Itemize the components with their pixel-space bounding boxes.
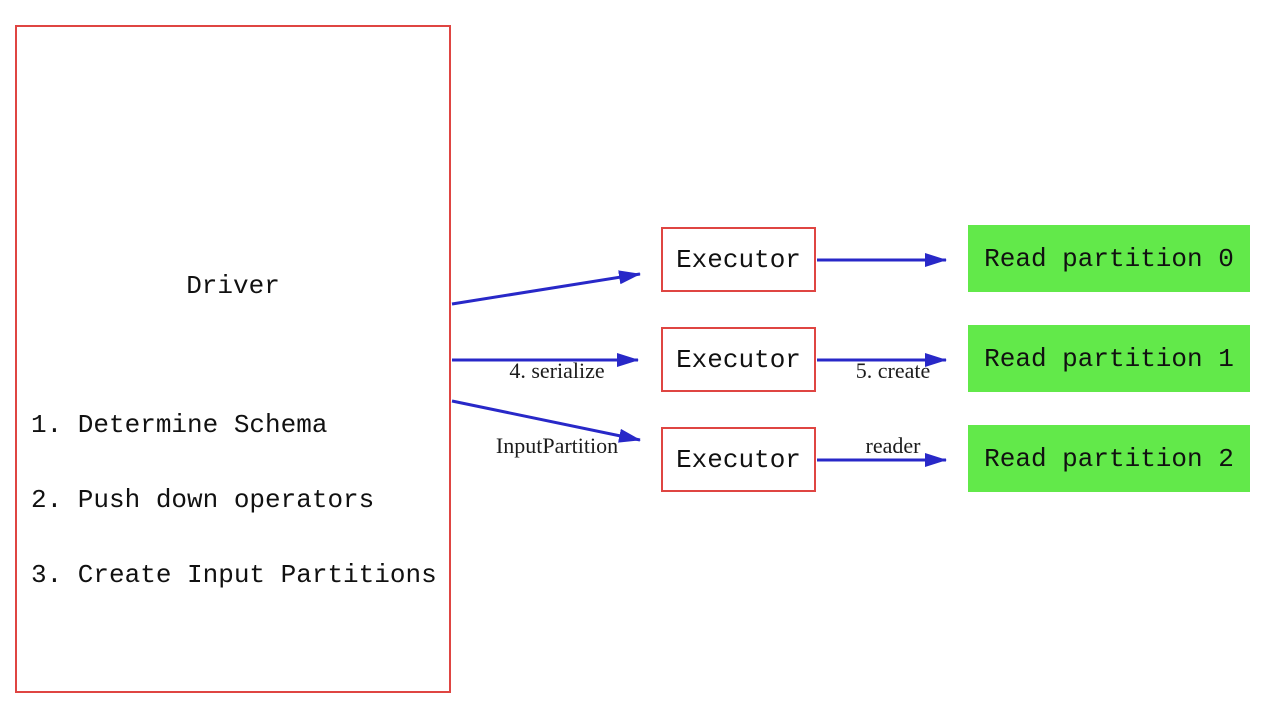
edge-label-reader-line1: 5. create — [855, 358, 931, 383]
executor-box-1: Executor — [661, 227, 816, 292]
read-partition-label-0: Read partition 0 — [984, 243, 1234, 274]
executor-box-3: Executor — [661, 427, 816, 492]
edge-label-reader-line2: reader — [865, 433, 921, 458]
driver-step-2: 2. Push down operators — [31, 485, 375, 515]
driver-steps: 1. Determine Schema 2. Push down operato… — [31, 363, 437, 638]
arrow-driver-to-executor-1 — [451, 270, 641, 306]
read-partition-label-1: Read partition 1 — [984, 343, 1234, 374]
driver-box: Driver 1. Determine Schema 2. Push down … — [15, 25, 451, 693]
read-partition-box-0: Read partition 0 — [968, 225, 1250, 292]
driver-title: Driver — [186, 271, 280, 301]
read-partition-label-2: Read partition 2 — [984, 443, 1234, 474]
edge-label-serialize-line2: InputPartition — [495, 433, 619, 458]
arrow-driver-to-executor-3 — [451, 399, 641, 443]
read-partition-box-2: Read partition 2 — [968, 425, 1250, 492]
edge-label-serialize-inputpartition: 4. serialize InputPartition — [437, 308, 677, 508]
executor-label-1: Executor — [676, 244, 801, 275]
read-partition-box-1: Read partition 1 — [968, 325, 1250, 392]
executor-label-2: Executor — [676, 344, 801, 375]
driver-step-1: 1. Determine Schema — [31, 410, 328, 440]
executor-label-3: Executor — [676, 444, 801, 475]
edge-label-create-reader: 5. create reader — [813, 308, 973, 508]
executor-box-2: Executor — [661, 327, 816, 392]
edge-label-serialize-line1: 4. serialize — [509, 358, 605, 383]
driver-step-3: 3. Create Input Partitions — [31, 560, 437, 590]
